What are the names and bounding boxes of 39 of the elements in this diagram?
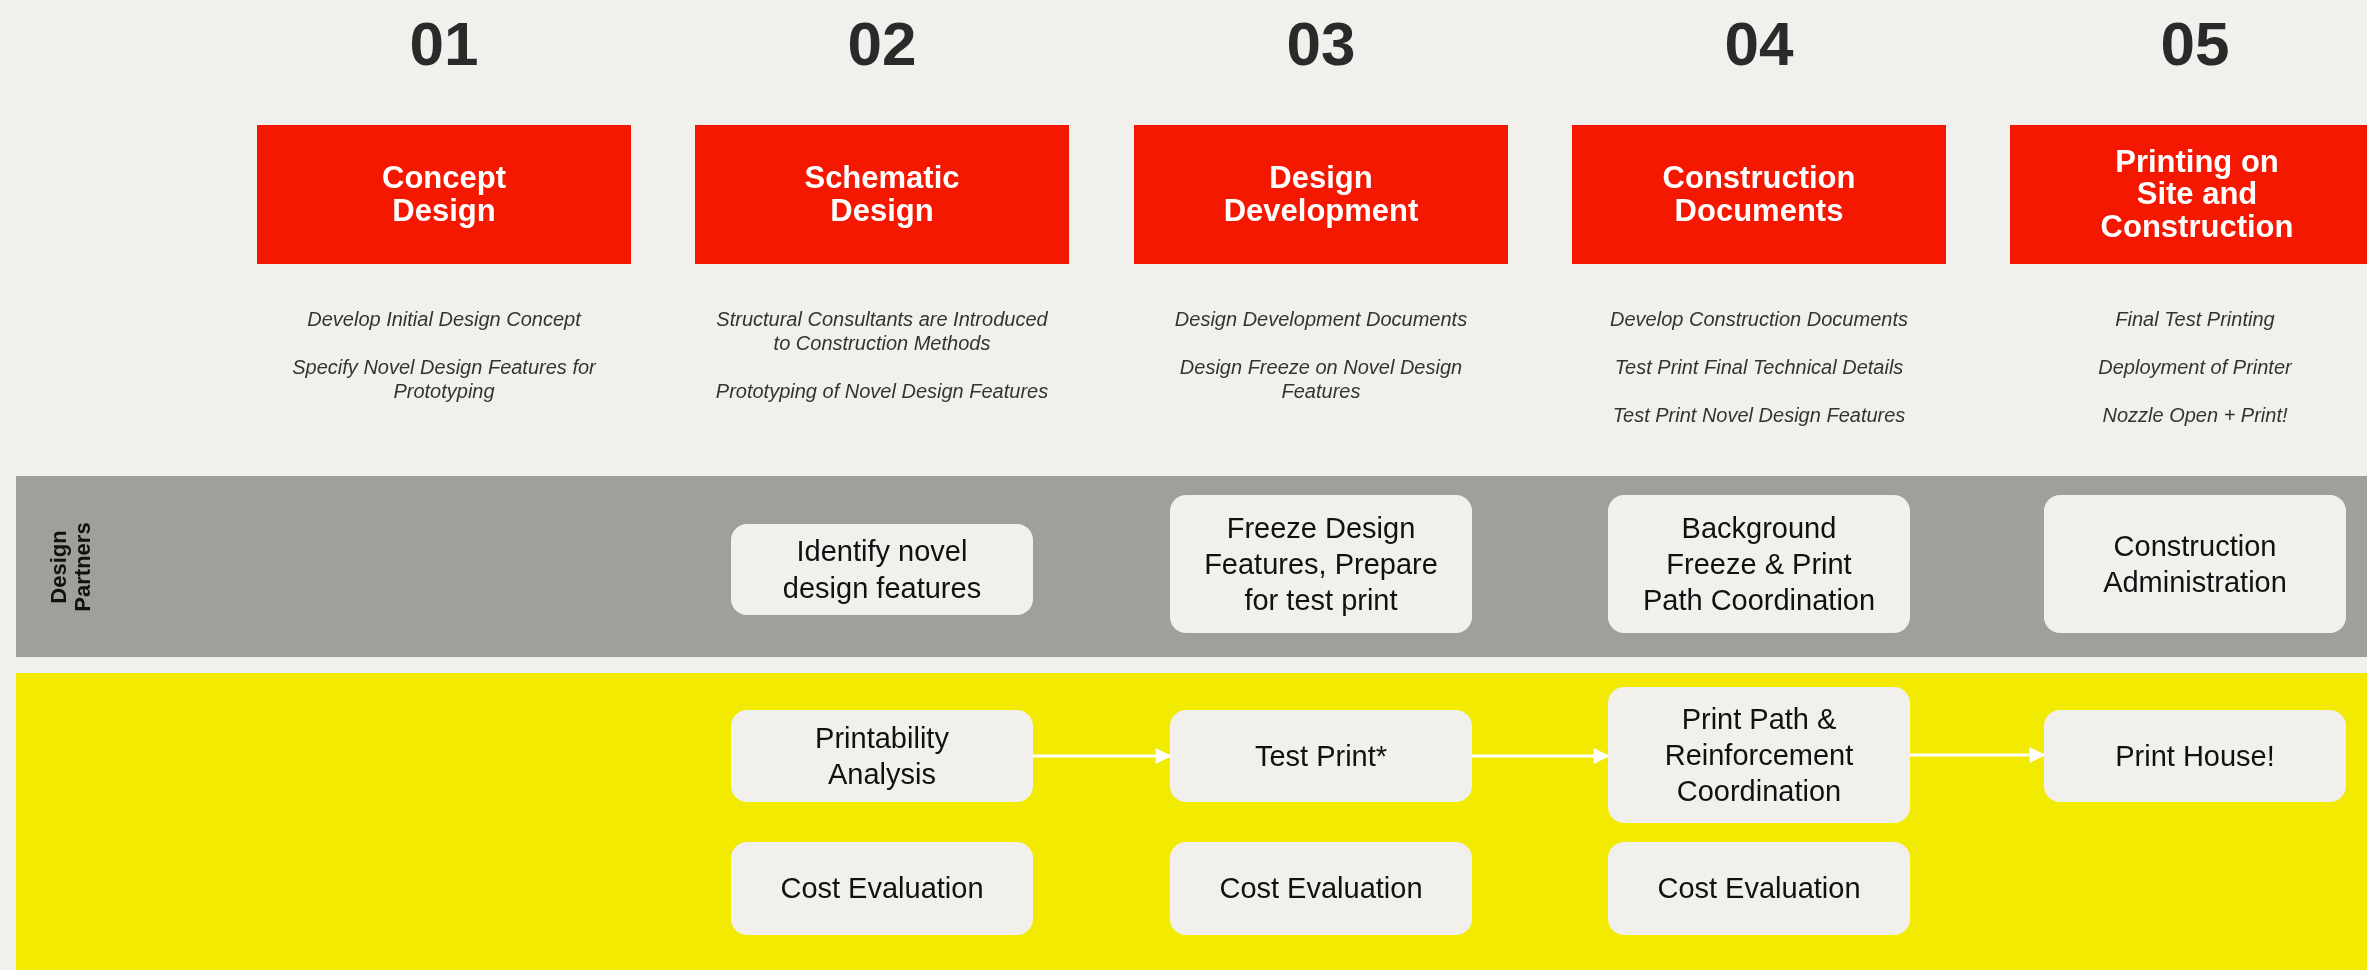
swimlane-band xyxy=(16,673,2367,970)
phase-number: 02 xyxy=(846,8,918,79)
task-box: Background Freeze & Print Path Coordination xyxy=(1608,495,1910,633)
phase-description: Structural Consultants are Introduced to Construction Methods xyxy=(715,307,1049,355)
phase-description: Deployment of Printer xyxy=(2097,355,2294,379)
lane-label: Design Partners xyxy=(46,520,96,614)
task-box: Print House! xyxy=(2044,710,2346,802)
task-box: Construction Administration xyxy=(2044,495,2346,633)
phase-box: Design Development xyxy=(1134,125,1508,264)
arrow xyxy=(1472,748,1610,764)
phase-description: Develop Construction Documents xyxy=(1609,307,1909,331)
task-box: Cost Evaluation xyxy=(1170,842,1472,935)
phase-description: Test Print Novel Design Features xyxy=(1611,403,1907,427)
phase-description: Final Test Printing xyxy=(2114,307,2276,331)
task-box: Identify novel design features xyxy=(731,524,1033,615)
swimlane-band xyxy=(16,476,2367,657)
phase-number: 05 xyxy=(2159,8,2231,79)
task-box: Printability Analysis xyxy=(731,710,1033,802)
task-box: Cost Evaluation xyxy=(731,842,1033,935)
task-box: Print Path & Reinforcement Coordination xyxy=(1608,687,1910,823)
task-box: Freeze Design Features, Prepare for test print xyxy=(1170,495,1472,633)
phase-description: Test Print Final Technical Details xyxy=(1613,355,1905,379)
arrow xyxy=(1033,748,1172,764)
arrow xyxy=(1910,747,2046,763)
phase-box: Construction Documents xyxy=(1572,125,1946,264)
phase-box: Schematic Design xyxy=(695,125,1069,264)
phase-description: Nozzle Open + Print! xyxy=(2101,403,2289,427)
phase-description: Design Development Documents xyxy=(1173,307,1469,331)
phase-number: 03 xyxy=(1285,8,1357,79)
task-box: Test Print* xyxy=(1170,710,1472,802)
phase-number: 04 xyxy=(1723,8,1795,79)
task-box: Cost Evaluation xyxy=(1608,842,1910,935)
phase-description: Specify Novel Design Features for Prototyping xyxy=(291,355,598,403)
phase-number: 01 xyxy=(408,8,480,79)
phase-description: Develop Initial Design Concept xyxy=(306,307,583,331)
phase-box: Concept Design xyxy=(257,125,631,264)
phase-description: Design Freeze on Novel Design Features xyxy=(1178,355,1464,403)
phase-box: Printing on Site and Construction xyxy=(2010,125,2367,264)
phase-description: Prototyping of Novel Design Features xyxy=(714,379,1050,403)
